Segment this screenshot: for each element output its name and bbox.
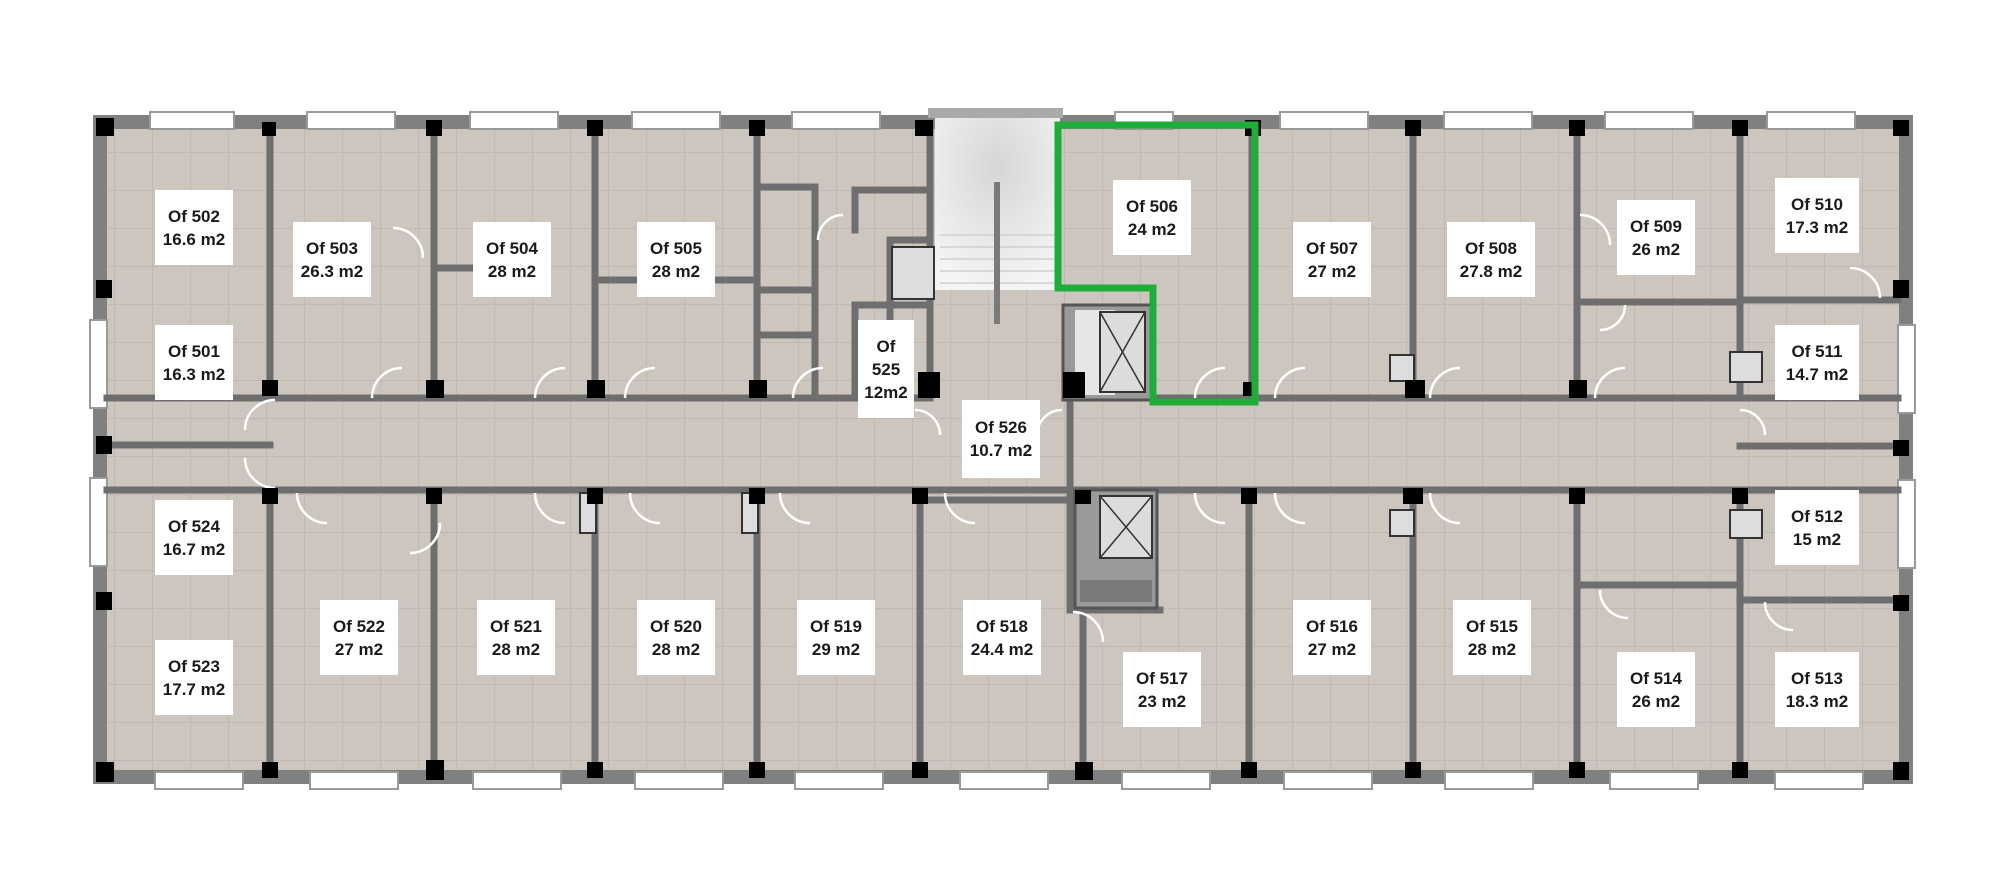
- room-label-517[interactable]: Of 517 23 m2: [1123, 652, 1201, 727]
- room-name: Of 516: [1306, 616, 1358, 636]
- room-label-521[interactable]: Of 521 28 m2: [477, 600, 555, 675]
- room-name: Of 514: [1630, 668, 1682, 688]
- room-name: Of 510: [1791, 194, 1843, 214]
- room-name: Of 502: [168, 206, 220, 226]
- room-area: 29 m2: [811, 639, 861, 659]
- room-name: Of 509: [1630, 216, 1682, 236]
- room-label-512[interactable]: Of 512 15 m2: [1775, 490, 1859, 565]
- room-label-513[interactable]: Of 513 18.3 m2: [1775, 652, 1859, 727]
- room-area: 27 m2: [1307, 261, 1357, 281]
- room-name: Of 505: [650, 238, 702, 258]
- room-label-522[interactable]: Of 522 27 m2: [320, 600, 398, 675]
- room-number: 525: [871, 359, 901, 379]
- room-name: Of 522: [333, 616, 385, 636]
- room-name: Of 504: [486, 238, 538, 258]
- room-area: 28 m2: [487, 261, 537, 281]
- room-area: 17.3 m2: [1785, 217, 1849, 237]
- room-name: Of 519: [810, 616, 862, 636]
- room-name: Of 513: [1791, 668, 1843, 688]
- room-name: Of 503: [306, 238, 358, 258]
- room-name: Of 518: [976, 616, 1028, 636]
- room-area: 24 m2: [1127, 219, 1177, 239]
- room-area: 27 m2: [1307, 639, 1357, 659]
- structural-columns: [96, 118, 1909, 782]
- room-area: 16.3 m2: [162, 364, 226, 384]
- room-label-523[interactable]: Of 523 17.7 m2: [155, 640, 233, 715]
- room-name: Of 523: [168, 656, 220, 676]
- room-label-509[interactable]: Of 509 26 m2: [1617, 200, 1695, 275]
- room-label-501[interactable]: Of 501 16.3 m2: [155, 325, 233, 400]
- room-label-516[interactable]: Of 516 27 m2: [1293, 600, 1371, 675]
- room-area: 28 m2: [1467, 639, 1517, 659]
- stair-handrail: [994, 182, 1000, 324]
- room-name: Of 512: [1791, 506, 1843, 526]
- room-area: 28 m2: [651, 639, 701, 659]
- room-area: 10.7 m2: [969, 441, 1033, 460]
- room-area: 17.7 m2: [162, 679, 226, 699]
- room-name: Of: [876, 336, 896, 356]
- room-label-510[interactable]: Of 510 17.3 m2: [1775, 178, 1859, 253]
- office-506-highlight: [1054, 121, 1259, 406]
- room-label-507[interactable]: Of 507 27 m2: [1293, 222, 1371, 297]
- room-label-505[interactable]: Of 505 28 m2: [637, 222, 715, 297]
- bottom-windows: [154, 771, 1864, 790]
- room-area: 23 m2: [1137, 691, 1187, 711]
- room-area: 26 m2: [1631, 691, 1681, 711]
- room-label-518[interactable]: Of 518 24.4 m2: [963, 600, 1041, 675]
- room-name: Of 524: [168, 516, 220, 536]
- room-label-519[interactable]: Of 519 29 m2: [797, 600, 875, 675]
- room-area: 24.4 m2: [970, 639, 1034, 659]
- room-name: Of 521: [490, 616, 542, 636]
- room-name: Of 501: [168, 341, 220, 361]
- room-label-514[interactable]: Of 514 26 m2: [1617, 652, 1695, 727]
- room-name: Of 511: [1791, 341, 1843, 361]
- shaft-icons: [579, 246, 1763, 539]
- top-windows: [149, 111, 1856, 130]
- room-label-508[interactable]: Of 508 27.8 m2: [1447, 222, 1535, 297]
- room-area: 16.6 m2: [162, 229, 226, 249]
- room-area: 14.7 m2: [1785, 364, 1849, 384]
- room-label-520[interactable]: Of 520 28 m2: [637, 600, 715, 675]
- room-area: 26.3 m2: [300, 261, 364, 281]
- room-name: Of 507: [1306, 238, 1358, 258]
- room-label-525[interactable]: Of 525 12m2: [858, 320, 914, 418]
- room-area: 27 m2: [334, 639, 384, 659]
- door-swings: [243, 213, 1882, 643]
- room-area: 28 m2: [651, 261, 701, 281]
- elevator-bottom: [1073, 488, 1159, 610]
- room-label-515[interactable]: Of 515 28 m2: [1453, 600, 1531, 675]
- room-name: Of 517: [1136, 668, 1188, 688]
- room-label-526[interactable]: Of 526 10.7 m2: [962, 400, 1040, 478]
- room-name: Of 508: [1465, 238, 1517, 258]
- room-label-511[interactable]: Of 511 14.7 m2: [1775, 325, 1859, 400]
- room-area: 26 m2: [1631, 239, 1681, 259]
- room-label-504[interactable]: Of 504 28 m2: [473, 222, 551, 297]
- stair-top-wall: [928, 108, 1063, 118]
- room-area: 18.3 m2: [1785, 691, 1849, 711]
- room-area: 16.7 m2: [162, 539, 226, 559]
- room-label-506[interactable]: Of 506 24 m2: [1113, 180, 1191, 255]
- room-label-503[interactable]: Of 503 26.3 m2: [293, 222, 371, 297]
- room-area: 27.8 m2: [1459, 261, 1523, 281]
- room-name: Of 520: [650, 616, 702, 636]
- room-area: 12m2: [864, 382, 908, 402]
- room-area: 15 m2: [1792, 529, 1842, 549]
- room-name: Of 515: [1466, 616, 1518, 636]
- room-area: 28 m2: [491, 639, 541, 659]
- room-label-524[interactable]: Of 524 16.7 m2: [155, 500, 233, 575]
- room-label-502[interactable]: Of 502 16.6 m2: [155, 190, 233, 265]
- room-name: Of 506: [1126, 196, 1178, 216]
- room-name: Of 526: [975, 418, 1027, 437]
- side-windows: [89, 319, 1916, 569]
